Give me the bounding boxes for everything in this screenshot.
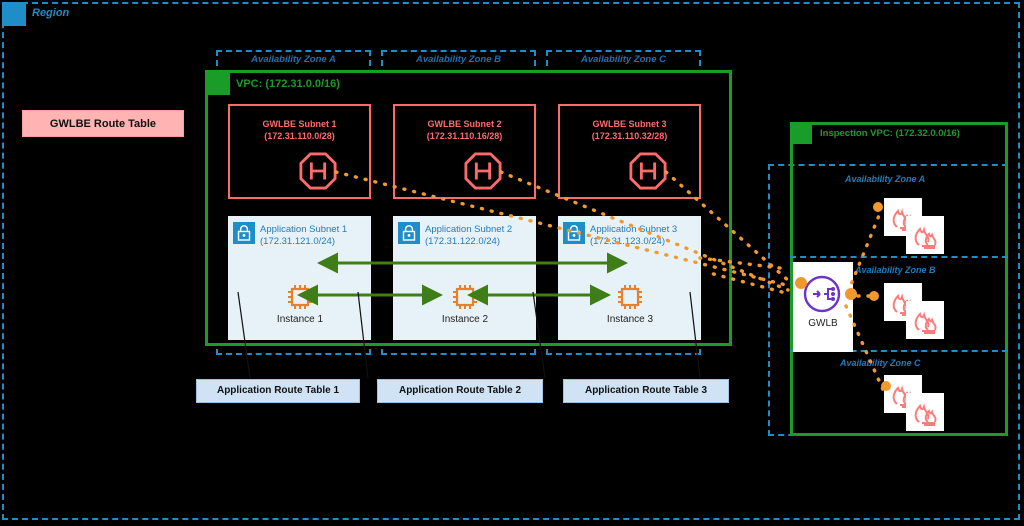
lock-icon	[563, 222, 585, 244]
lock-icon	[233, 222, 255, 244]
gwlbe-subnet-3-label: GWLBE Subnet 3 (172.31.110.32/28)	[558, 118, 701, 142]
inspection-vpc-icon	[790, 122, 812, 144]
application-subnet-1-label: Application Subnet 1 (172.31.121.0/24)	[260, 224, 347, 248]
gwlbe-subnet-3-cidr: (172.31.110.32/28)	[591, 131, 668, 141]
vpc-endpoint-icon	[464, 152, 502, 190]
gwlbe-subnet-2-name: GWLBE Subnet 2	[427, 119, 502, 129]
ec2-instance-icon	[616, 283, 644, 311]
application-subnet-2-cidr: (172.31.122.0/24)	[425, 236, 501, 247]
ec2-instance-icon	[451, 283, 479, 311]
inspection-availability-zone-a-label: Availability Zone A	[845, 174, 926, 184]
application-subnet-1-name: Application Subnet 1	[260, 224, 348, 235]
ec2-instance-icon	[286, 283, 314, 311]
availability-zone-b-label: Availability Zone B	[416, 54, 501, 65]
instance-3-label: Instance 3	[606, 314, 654, 325]
firewall-appliance-icon	[906, 216, 944, 254]
instance-1-label: Instance 1	[276, 314, 324, 325]
vpc-endpoint-icon	[299, 152, 337, 190]
vpc-endpoint-icon	[629, 152, 667, 190]
application-subnet-2-name: Application Subnet 2	[425, 224, 513, 235]
inspection-availability-zone-c-label: Availability Zone C	[840, 358, 921, 368]
inspection-az-divider	[790, 256, 1008, 258]
gwlbe-subnet-1-label: GWLBE Subnet 1 (172.31.110.0/28)	[228, 118, 371, 142]
lock-icon	[398, 222, 420, 244]
availability-zone-c-label: Availability Zone C	[581, 54, 666, 65]
gateway-load-balancer-icon	[800, 272, 844, 316]
gwlbe-subnet-2-label: GWLBE Subnet 2 (172.31.110.16/28)	[393, 118, 536, 142]
application-route-table-2[interactable]: Application Route Table 2	[377, 379, 543, 403]
gwlbe-subnet-2-cidr: (172.31.110.16/28)	[426, 131, 503, 141]
gwlbe-route-table[interactable]: GWLBE Route Table	[22, 110, 184, 137]
vpc-label: VPC: (172.31.0.0/16)	[236, 78, 340, 90]
application-subnet-3-cidr: (172.31.123.0/24)	[590, 236, 666, 247]
firewall-appliance-icon	[906, 393, 944, 431]
gwlbe-subnet-3-name: GWLBE Subnet 3	[592, 119, 667, 129]
inspection-vpc-label: Inspection VPC: (172.32.0.0/16)	[820, 128, 960, 139]
gwlbe-subnet-1-name: GWLBE Subnet 1	[262, 119, 337, 129]
inspection-az-divider	[790, 350, 1008, 352]
firewall-appliance-icon	[906, 301, 944, 339]
application-subnet-2-label: Application Subnet 2 (172.31.122.0/24)	[425, 224, 512, 248]
region-label: Region	[32, 7, 70, 19]
application-subnet-1-cidr: (172.31.121.0/24)	[260, 236, 336, 247]
gwlbe-subnet-1-cidr: (172.31.110.0/28)	[264, 131, 335, 141]
application-subnet-3-label: Application Subnet 3 (172.31.123.0/24)	[590, 224, 677, 248]
availability-zone-a-label: Availability Zone A	[251, 54, 336, 65]
region-icon	[2, 2, 26, 26]
region-boundary	[2, 2, 1020, 520]
gwlb-label: GWLB	[808, 318, 838, 329]
application-route-table-1[interactable]: Application Route Table 1	[196, 379, 360, 403]
vpc-icon	[205, 70, 230, 95]
inspection-availability-zone-b-label: Availability Zone B	[855, 265, 936, 275]
instance-2-label: Instance 2	[441, 314, 489, 325]
application-route-table-3[interactable]: Application Route Table 3	[563, 379, 729, 403]
application-subnet-3-name: Application Subnet 3	[590, 224, 678, 235]
